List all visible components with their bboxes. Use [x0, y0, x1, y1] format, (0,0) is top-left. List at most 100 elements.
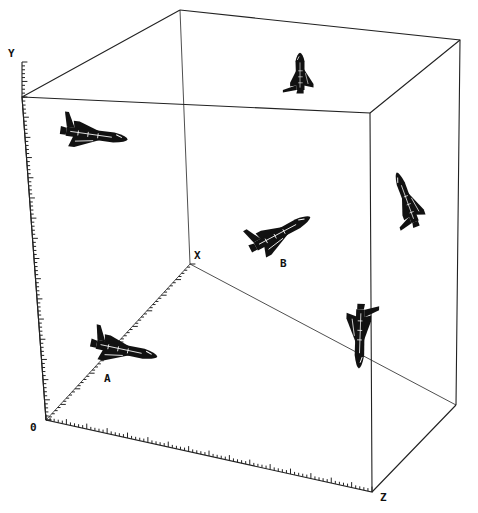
tick — [27, 169, 30, 170]
tick — [38, 310, 41, 311]
tick — [26, 149, 29, 150]
tick — [363, 487, 364, 490]
tick — [69, 395, 72, 396]
tick — [23, 109, 26, 110]
tick — [173, 282, 176, 283]
tick — [75, 388, 80, 389]
tick — [184, 270, 187, 271]
tick — [123, 434, 124, 437]
tick — [127, 332, 130, 333]
tick — [22, 89, 25, 90]
tick — [42, 363, 45, 364]
tick — [274, 467, 275, 470]
tick — [63, 401, 66, 402]
tick — [139, 438, 140, 441]
tick — [22, 62, 27, 63]
tick — [31, 222, 34, 223]
tick — [45, 403, 48, 404]
tick — [119, 433, 120, 436]
tick — [367, 488, 368, 491]
tick — [81, 382, 84, 383]
tick — [38, 306, 41, 307]
tick — [40, 335, 43, 336]
tick — [359, 486, 360, 489]
tick — [158, 298, 161, 299]
axis-label: Z — [380, 492, 387, 503]
tick — [32, 234, 35, 235]
tick — [46, 420, 51, 421]
tick — [41, 347, 44, 348]
tick — [39, 331, 42, 332]
tick — [266, 466, 267, 469]
tick — [45, 407, 48, 408]
tick — [42, 367, 45, 368]
tick — [22, 69, 25, 70]
tick — [132, 326, 137, 327]
tick — [261, 465, 262, 468]
tick — [150, 307, 153, 308]
tick — [22, 81, 27, 82]
tick — [180, 447, 181, 450]
tick — [42, 371, 45, 372]
tick — [72, 391, 75, 392]
tick — [45, 411, 48, 412]
tick — [90, 427, 91, 430]
tick — [27, 165, 30, 166]
tick — [22, 73, 25, 74]
tick — [39, 323, 42, 324]
tick — [190, 264, 195, 265]
tick — [192, 449, 193, 452]
tick — [37, 302, 40, 303]
tick — [86, 376, 89, 377]
tick — [181, 273, 184, 274]
tick — [209, 451, 210, 456]
tick — [327, 479, 328, 482]
tick — [147, 310, 152, 311]
tick — [23, 105, 26, 106]
cube-frame — [22, 10, 460, 492]
tick — [39, 327, 42, 328]
tick — [217, 455, 218, 458]
tick — [347, 484, 348, 487]
tick — [138, 320, 141, 321]
tick — [30, 197, 35, 198]
tick — [103, 430, 104, 433]
tick — [31, 218, 36, 219]
tick — [35, 274, 38, 275]
tick — [27, 161, 30, 162]
tick — [27, 157, 32, 158]
tick — [213, 454, 214, 457]
tick — [355, 485, 356, 488]
tick — [54, 419, 55, 422]
tick — [94, 428, 95, 431]
tick — [241, 460, 242, 463]
tick — [31, 214, 34, 215]
tick — [372, 487, 373, 492]
tick — [82, 425, 83, 428]
tick — [343, 483, 344, 486]
tick — [257, 464, 258, 467]
tick — [170, 285, 173, 286]
tick — [278, 468, 279, 471]
tick — [294, 472, 295, 475]
tick — [78, 424, 79, 427]
tick — [52, 413, 55, 414]
tick — [62, 421, 63, 424]
tick — [339, 482, 340, 485]
tick — [249, 460, 250, 465]
tick — [22, 97, 27, 98]
tick — [41, 351, 44, 352]
tick — [29, 185, 32, 186]
tick — [33, 250, 36, 251]
axis-ticks — [22, 62, 372, 492]
tick — [83, 379, 86, 380]
tick — [351, 482, 352, 487]
tick — [26, 153, 29, 154]
tick — [25, 137, 30, 138]
tick — [30, 206, 33, 207]
tick — [46, 420, 51, 421]
tick — [44, 395, 47, 396]
tick — [290, 469, 291, 474]
tick — [98, 429, 99, 432]
